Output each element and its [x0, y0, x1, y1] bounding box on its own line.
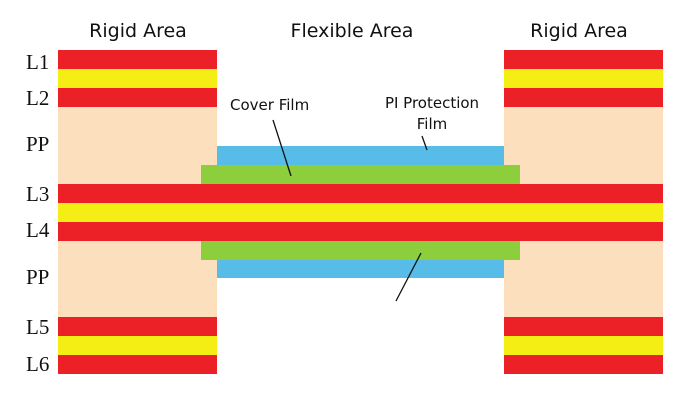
annotation-pi-line1: PI Protection — [384, 94, 480, 112]
layer-l6-left — [58, 355, 217, 374]
core-bottom-right — [504, 336, 663, 355]
layer-l1-left — [58, 50, 217, 69]
label-pp-top: PP — [26, 132, 50, 156]
leader-bottom — [395, 252, 422, 302]
annotation-pi-line2: Film — [416, 115, 448, 133]
core-bottom-left — [58, 336, 217, 355]
label-l2: L2 — [26, 86, 50, 110]
pi-film-bottom — [217, 260, 504, 278]
label-l5: L5 — [26, 315, 50, 339]
heading-rigid-left: Rigid Area — [89, 20, 187, 42]
heading-flexible: Flexible Area — [290, 20, 414, 42]
flex-core — [58, 203, 663, 222]
layer-l1-right — [504, 50, 663, 69]
heading-rigid-right: Rigid Area — [530, 20, 628, 42]
layer-l6-right — [504, 355, 663, 374]
annotation-pi-film: PI Protection Film — [376, 93, 488, 135]
leader-pi-film — [421, 135, 428, 151]
label-l3: L3 — [26, 182, 50, 206]
pi-film-top — [217, 146, 504, 165]
label-l4: L4 — [26, 218, 50, 242]
label-pp-bottom: PP — [26, 265, 50, 289]
annotation-cover-film: Cover Film — [230, 96, 310, 114]
core-top-right — [504, 69, 663, 88]
cover-film-top — [201, 165, 520, 184]
layer-l4 — [58, 222, 663, 241]
label-l6: L6 — [26, 352, 50, 376]
leader-cover-film — [272, 119, 292, 177]
layer-l2-left — [58, 88, 217, 107]
layer-l3 — [58, 184, 663, 203]
label-l1: L1 — [26, 50, 50, 74]
layer-l2-right — [504, 88, 663, 107]
core-top-left — [58, 69, 217, 88]
cover-film-bottom — [201, 241, 520, 260]
layer-l5-left — [58, 317, 217, 336]
layer-l5-right — [504, 317, 663, 336]
